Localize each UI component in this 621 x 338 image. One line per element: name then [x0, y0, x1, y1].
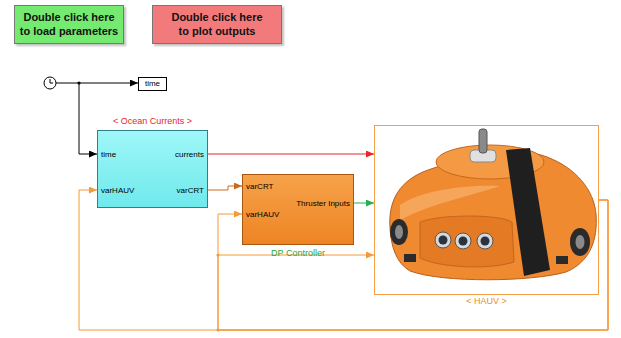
thruster-mount [556, 256, 568, 264]
port-label: varCRT [177, 186, 204, 196]
block-title: < HAUV > [466, 296, 507, 307]
antenna-mast [479, 129, 487, 153]
port-label: currents [175, 150, 204, 160]
thruster-mount [404, 254, 416, 262]
hull-highlight [400, 186, 500, 220]
clock-hand [50, 79, 51, 83]
thruster-hub [395, 225, 403, 239]
thruster-hub [576, 235, 585, 249]
branch-point [77, 81, 80, 84]
lens-ring [455, 233, 471, 249]
clock-hand [50, 83, 53, 84]
time-wire [56, 83, 138, 84]
load-button: Double click here to load parameters [14, 5, 124, 44]
thruster [570, 228, 590, 256]
signal-line [208, 186, 242, 190]
block-title: < Ocean Currents > [113, 116, 192, 127]
port-label: varHAUV [246, 210, 279, 220]
clock-source [44, 77, 56, 89]
plot-button: Double click here to plot outputs [152, 5, 282, 44]
block-title: DP Controller [271, 248, 325, 259]
clock-face [44, 77, 56, 89]
lens [439, 236, 448, 245]
port-label: time [101, 150, 116, 160]
lens [459, 237, 468, 246]
hauv-illustration [390, 129, 597, 280]
lens-ring [435, 232, 451, 248]
lens-ring [477, 233, 493, 249]
output-terminal: time [138, 77, 167, 91]
button-label: Double click here to load parameters [19, 11, 119, 37]
time-wire [79, 83, 97, 154]
signal-line [208, 154, 374, 155]
terminal-label: time [145, 79, 160, 89]
port-label: Thruster Inputs [296, 199, 350, 209]
vehicle-block: < HAUV > [374, 125, 599, 295]
thrusters [390, 219, 590, 264]
button-label: Double click here to plot outputs [167, 11, 267, 37]
signal-line [354, 203, 374, 204]
port-label: varCRT [246, 182, 273, 192]
thruster [390, 219, 408, 245]
lens [481, 237, 490, 246]
subsystem-block: < Ocean Currents >timevarHAUVcurrentsvar… [97, 130, 208, 208]
camera-lenses [435, 232, 493, 249]
front-panel [420, 216, 514, 267]
subsystem-block: varCRTvarHAUVThruster InputsDP Controlle… [242, 174, 354, 245]
port-label: varHAUV [101, 186, 134, 196]
